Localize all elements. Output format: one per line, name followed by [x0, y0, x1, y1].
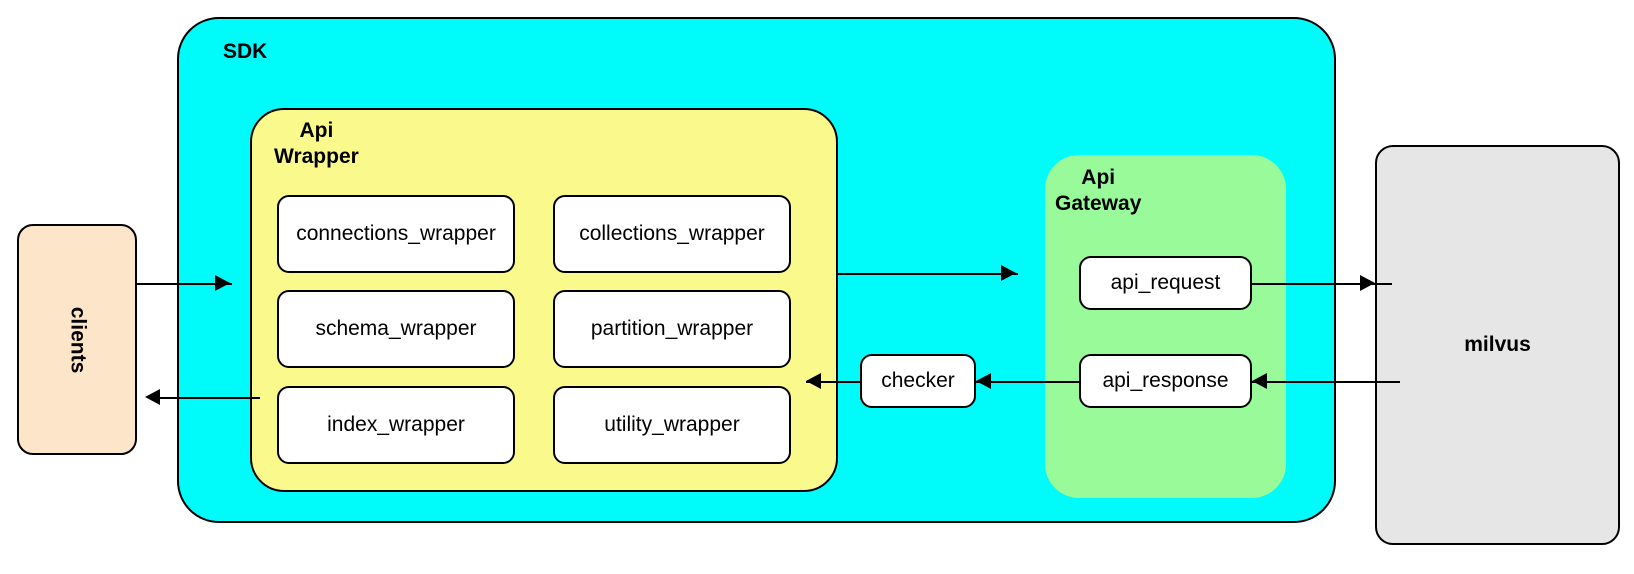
arrow-api-response-to-checker-head — [976, 373, 991, 389]
arrow-sdk-to-clients-line — [160, 397, 260, 399]
checker-label: checker — [881, 369, 955, 392]
arrow-api-wrapper-to-api-gateway-line — [838, 273, 1018, 275]
utility-wrapper-node[interactable]: utility_wrapper — [553, 386, 791, 464]
arrow-clients-to-sdk-head — [215, 275, 230, 291]
index-wrapper-label: index_wrapper — [327, 413, 465, 436]
arrow-checker-to-api-wrapper-head — [806, 373, 821, 389]
api-request-node[interactable]: api_request — [1079, 256, 1252, 310]
api-wrapper-title: Api Wrapper — [274, 119, 359, 168]
milvus-label: milvus — [1464, 333, 1531, 356]
arrow-milvus-to-api-response-line — [1252, 381, 1400, 383]
arrow-milvus-to-api-response-head — [1252, 373, 1267, 389]
connections-wrapper-label: connections_wrapper — [296, 222, 496, 245]
milvus-node[interactable]: milvus — [1375, 145, 1620, 545]
arrow-clients-to-sdk-line — [137, 283, 232, 285]
schema-wrapper-node[interactable]: schema_wrapper — [277, 290, 515, 368]
clients-node[interactable]: clients — [17, 224, 137, 455]
sdk-title: SDK — [223, 40, 268, 63]
clients-label: clients — [66, 306, 89, 373]
utility-wrapper-label: utility_wrapper — [604, 413, 740, 436]
partition-wrapper-node[interactable]: partition_wrapper — [553, 290, 791, 368]
collections-wrapper-label: collections_wrapper — [579, 222, 765, 245]
partition-wrapper-label: partition_wrapper — [590, 317, 754, 340]
api-gateway-container[interactable]: Api Gateway — [1045, 155, 1286, 498]
schema-wrapper-label: schema_wrapper — [315, 317, 477, 340]
arrow-api-response-to-checker-line — [976, 381, 1079, 383]
checker-node[interactable]: checker — [860, 354, 976, 408]
arrow-api-wrapper-to-api-gateway-head — [1001, 265, 1016, 281]
connections-wrapper-node[interactable]: connections_wrapper — [277, 195, 515, 273]
api-request-label: api_request — [1110, 271, 1221, 294]
arrow-api-request-to-milvus-head — [1360, 275, 1375, 291]
api-response-node[interactable]: api_response — [1079, 354, 1252, 408]
api-gateway-title: Api Gateway — [1055, 166, 1142, 215]
arrow-checker-to-api-wrapper-line — [806, 381, 860, 383]
arrow-api-request-to-milvus-line — [1252, 283, 1392, 285]
api-response-label: api_response — [1102, 369, 1229, 392]
collections-wrapper-node[interactable]: collections_wrapper — [553, 195, 791, 273]
arrow-sdk-to-clients-head — [145, 389, 160, 405]
index-wrapper-node[interactable]: index_wrapper — [277, 386, 515, 464]
